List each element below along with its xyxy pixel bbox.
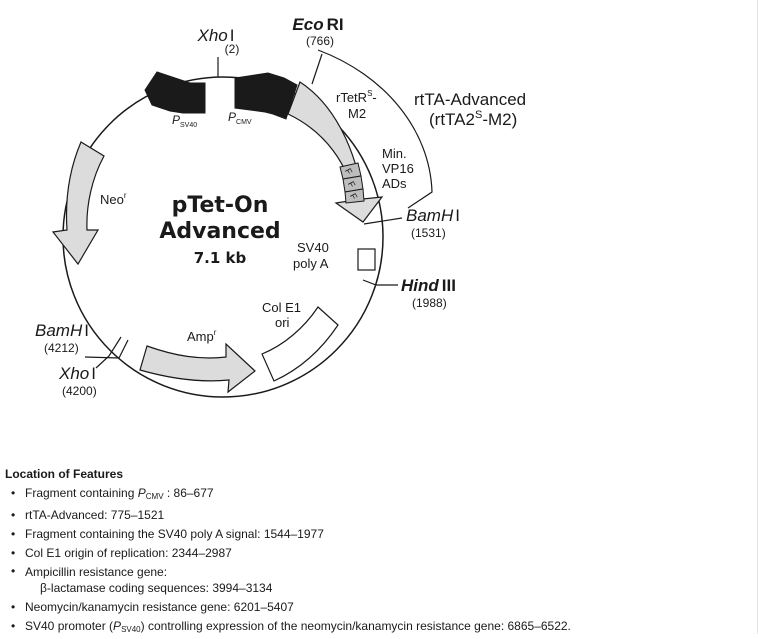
plasmid-name-line2: Advanced bbox=[159, 219, 280, 244]
psv40-promoter-arrow bbox=[144, 71, 206, 114]
location-header: Location of Features bbox=[5, 467, 124, 481]
colE1-label-line2: ori bbox=[275, 315, 290, 330]
sv40-polya-label-line1: SV40 bbox=[297, 240, 329, 255]
hind-site-position: (1988) bbox=[412, 296, 447, 310]
pcmv-label: PCMV bbox=[228, 110, 252, 126]
plasmid-size: 7.1 kb bbox=[194, 249, 247, 267]
min-vp16-line2: VP16 bbox=[382, 161, 414, 176]
sv40-polya-box bbox=[357, 248, 376, 271]
rtta-advanced-gene-arrow bbox=[287, 81, 384, 223]
list-item-sv40-polya: Fragment containing the SV40 poly A sign… bbox=[5, 525, 750, 544]
bamh-site-right-position: (1531) bbox=[411, 226, 446, 240]
vp16-ad-boxes: F F F bbox=[339, 162, 365, 204]
vp16-box-3: F bbox=[348, 192, 360, 202]
xho-site-left-position: (4200) bbox=[62, 384, 97, 398]
list-item-pcmv: Fragment containing PCMV : 86–677 bbox=[5, 484, 750, 506]
eco-site-position: (766) bbox=[306, 34, 334, 48]
sv40-polya-label-line2: poly A bbox=[293, 256, 329, 271]
vp16-box-2: F bbox=[346, 180, 358, 190]
bamh-site-left-position: (4212) bbox=[44, 341, 79, 355]
rtta-advanced-label-line1: rtTA-Advanced bbox=[414, 90, 526, 109]
amp-label: Ampr bbox=[187, 328, 217, 344]
feature-list: Fragment containing PCMV : 86–677 rtTA-A… bbox=[5, 484, 750, 639]
min-vp16-line3: ADs bbox=[382, 176, 407, 191]
neo-label: Neor bbox=[100, 191, 127, 207]
pcmv-promoter-arrow bbox=[234, 72, 298, 120]
location-of-features: Location of Features Fragment containing… bbox=[5, 467, 750, 639]
plasmid-name-line1: pTet-On bbox=[172, 193, 269, 218]
list-item-colE1: Col E1 origin of replication: 2344–2987 bbox=[5, 544, 750, 563]
rtta-bracket bbox=[317, 49, 433, 209]
list-item-sv40-promoter: SV40 promoter (PSV40) controlling expres… bbox=[5, 617, 750, 639]
restriction-site-lines bbox=[84, 53, 403, 369]
rtetr-label-line2: M2 bbox=[348, 106, 366, 121]
rtta-advanced-label-line2: (rtTA2S-M2) bbox=[429, 109, 517, 129]
psv40-label: PSV40 bbox=[172, 113, 197, 129]
vp16-box-1: F bbox=[343, 167, 355, 177]
list-item-rtta: rtTA-Advanced: 775–1521 bbox=[5, 506, 750, 525]
list-item-amp: Ampicillin resistance gene:β-lactamase c… bbox=[5, 563, 750, 598]
rtetr-label-line1: rTetRS- bbox=[336, 89, 377, 105]
neo-resistance-gene-arrow bbox=[51, 141, 105, 266]
amp-resistance-gene-arrow bbox=[139, 342, 256, 394]
xho-site-top-position: (2) bbox=[225, 42, 240, 56]
list-item-neo: Neomycin/kanamycin resistance gene: 6201… bbox=[5, 598, 750, 617]
colE1-label-line1: Col E1 bbox=[262, 300, 301, 315]
min-vp16-line1: Min. bbox=[382, 146, 407, 161]
colE1-ori-block bbox=[261, 306, 339, 382]
